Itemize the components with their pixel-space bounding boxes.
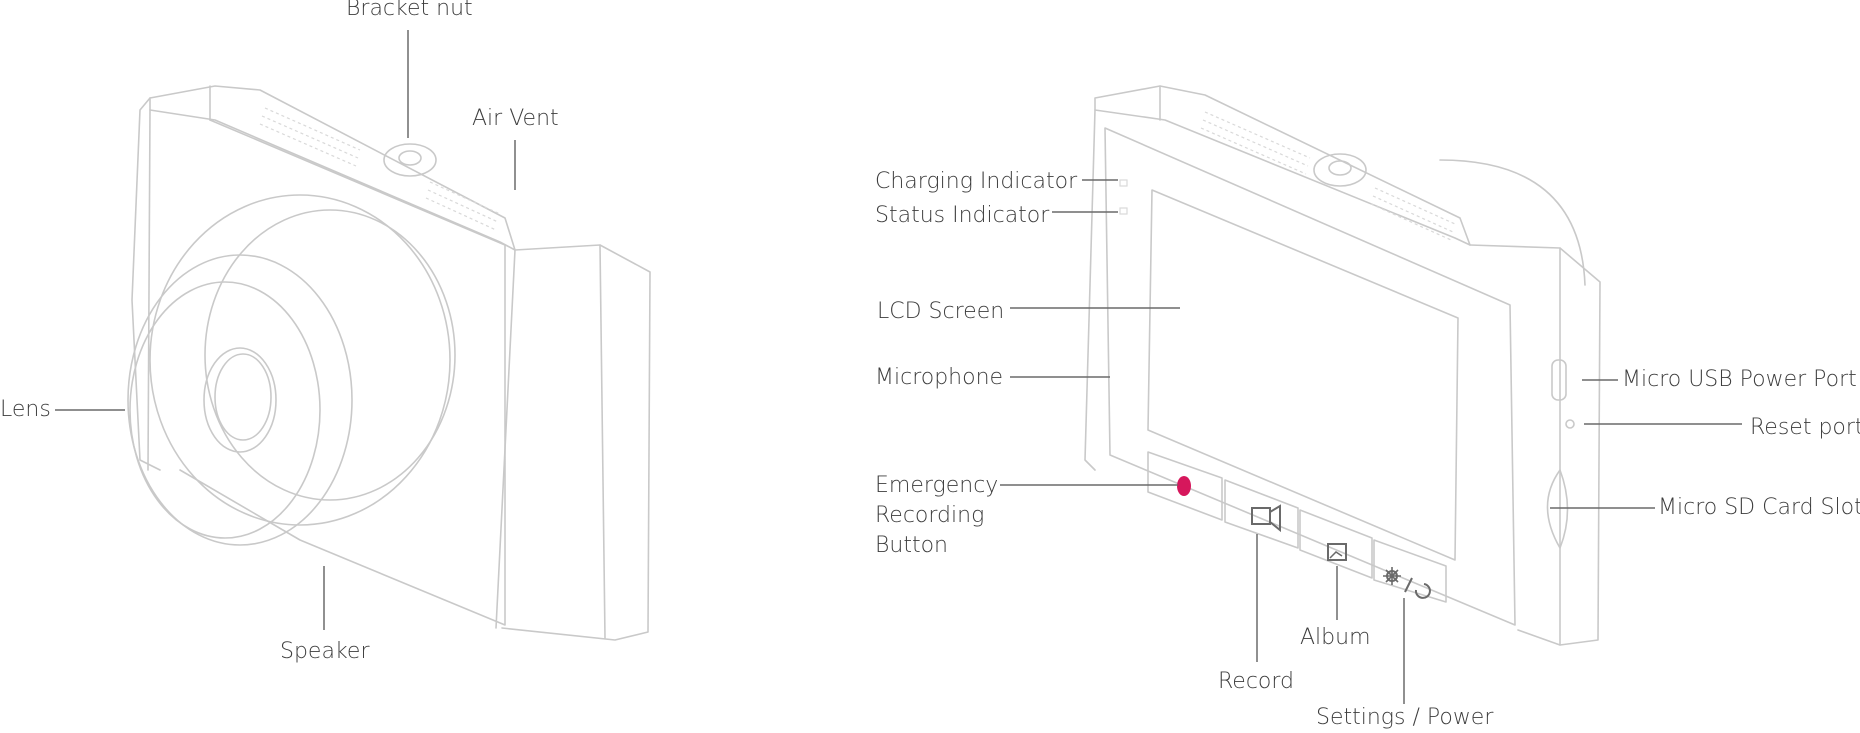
label-lens: Lens (0, 397, 51, 422)
image-icon (1327, 543, 1347, 561)
leader-lines (55, 30, 1742, 704)
gear-icon (1383, 567, 1401, 585)
label-emergency-line-1: Emergency (875, 473, 999, 498)
label-microphone: Microphone (875, 365, 1004, 390)
label-micro-usb-power-port: Micro USB Power Port (1622, 367, 1857, 392)
power-icon (1414, 583, 1431, 599)
label-emergency-recording-button: Emergency Recording Button (875, 471, 998, 561)
label-reset-port: Reset port (1750, 415, 1860, 440)
label-bracket-nut: Bracket nut (346, 0, 473, 21)
label-speaker: Speaker (280, 639, 370, 664)
label-emergency-line-2: Recording (875, 503, 985, 528)
label-lcd-screen: LCD Screen (877, 299, 1005, 324)
label-record: Record (1218, 669, 1295, 694)
label-settings-power: Settings / Power (1316, 705, 1494, 730)
label-emergency-line-3: Button (875, 533, 949, 558)
label-micro-sd-card-slot: Micro SD Card Slot (1658, 495, 1860, 520)
rear-camera-illustration (1084, 85, 1601, 646)
label-status-indicator: Status Indicator (875, 203, 1050, 228)
label-charging-indicator: Charging Indicator (875, 169, 1078, 194)
label-air-vent: Air Vent (472, 106, 559, 131)
front-camera-illustration (127, 85, 651, 641)
video-camera-icon (1251, 504, 1281, 533)
emergency-button-dot (1177, 476, 1191, 496)
label-album: Album (1300, 625, 1371, 650)
